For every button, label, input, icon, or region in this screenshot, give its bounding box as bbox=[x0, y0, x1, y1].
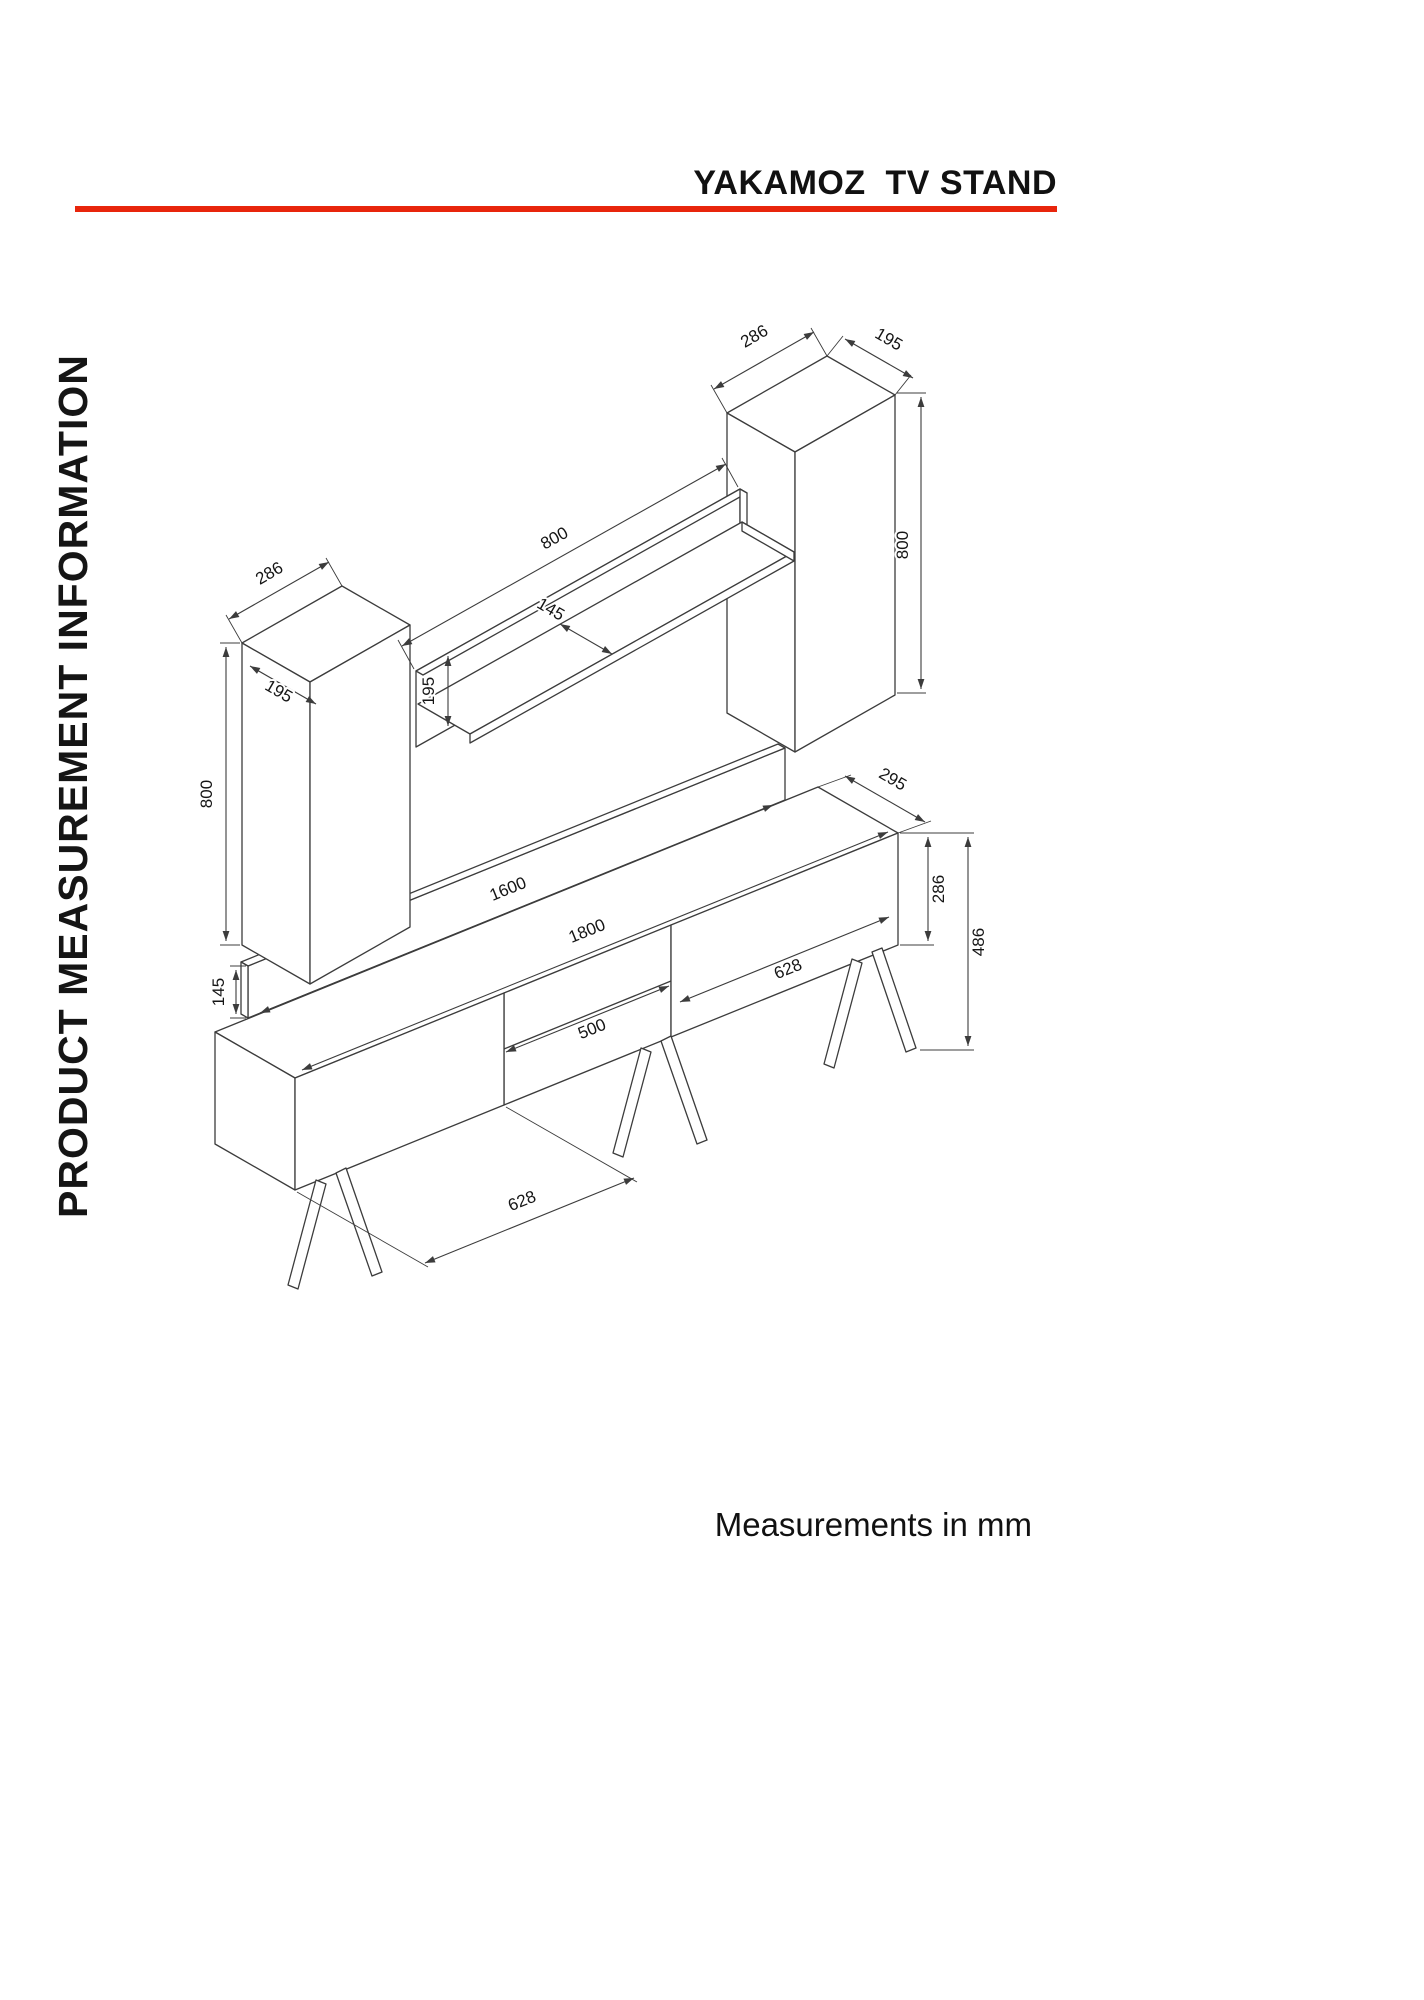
left-wall-cabinet bbox=[241, 585, 411, 985]
dim-bench-depth: 295 bbox=[876, 764, 910, 795]
page-title: YAKAMOZ TV STAND bbox=[693, 164, 1057, 202]
leg bbox=[823, 958, 863, 1069]
leg bbox=[287, 1179, 327, 1290]
dim-right-cabinet-height: 800 bbox=[893, 531, 912, 559]
leg bbox=[660, 1035, 708, 1145]
leg bbox=[335, 1167, 383, 1277]
right-cabinet-door bbox=[794, 394, 896, 753]
dim-bench-left-door-width: 628 bbox=[505, 1187, 538, 1215]
left-cabinet-door bbox=[309, 624, 411, 985]
dim-bench-total-height: 486 bbox=[969, 928, 988, 956]
leg bbox=[871, 947, 917, 1053]
units-note: Measurements in mm bbox=[714, 1506, 1032, 1543]
dim-left-cabinet-height: 800 bbox=[197, 780, 216, 808]
accent-rule bbox=[75, 206, 1057, 212]
dim-shelf-panel-height: 195 bbox=[419, 677, 438, 705]
dim-left-cabinet-width: 286 bbox=[252, 558, 286, 589]
shelf-board-end bbox=[741, 521, 795, 562]
dim-right-cabinet-depth: 195 bbox=[872, 324, 906, 355]
bench-back-panel-left-cap bbox=[240, 961, 249, 1019]
leg bbox=[612, 1047, 652, 1158]
dim-right-cabinet-width: 286 bbox=[737, 321, 771, 352]
dim-shelf-length: 800 bbox=[537, 523, 571, 553]
dim-bench-body-height: 286 bbox=[929, 875, 948, 903]
dim-bench-back-panel-height: 145 bbox=[209, 978, 228, 1006]
